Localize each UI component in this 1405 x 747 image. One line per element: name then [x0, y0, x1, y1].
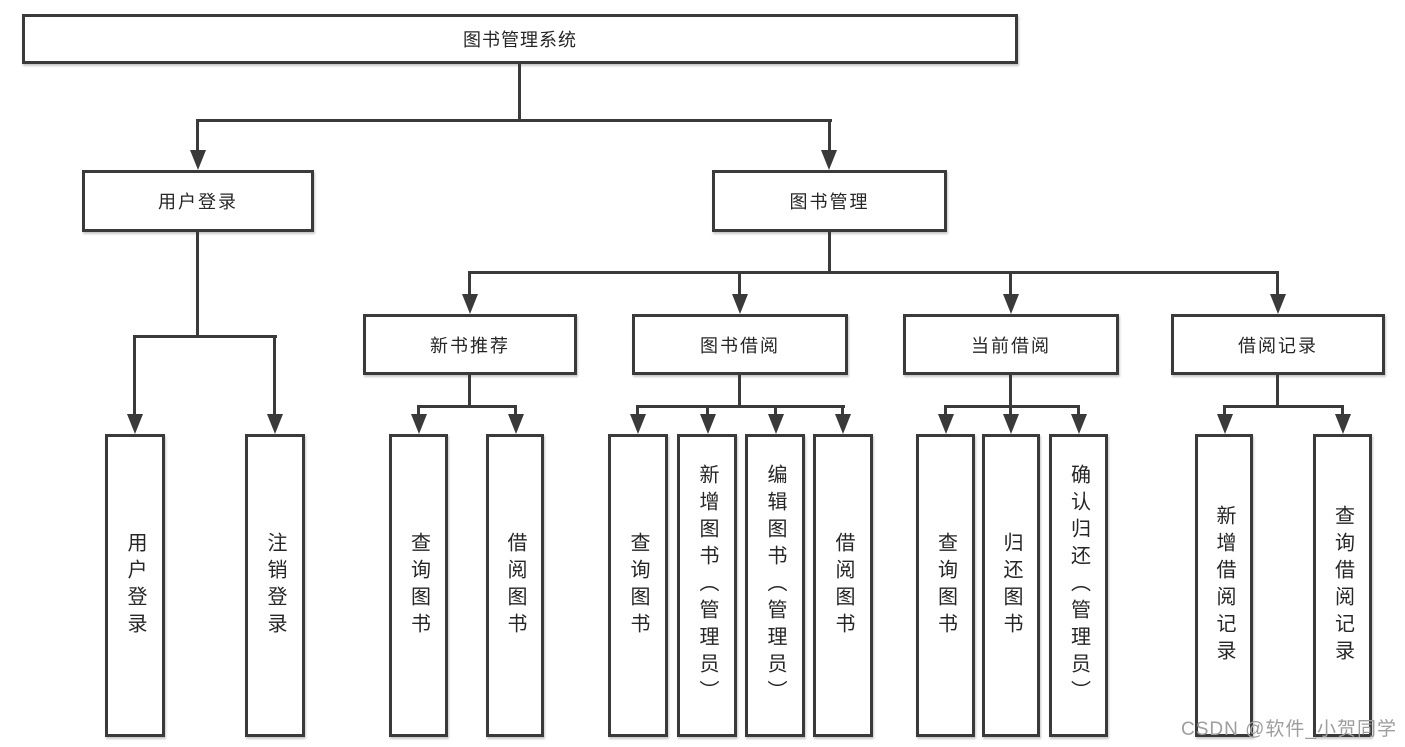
connector-vline [841, 405, 844, 416]
connector-vline [1276, 271, 1279, 296]
node-new-book-recommendation-label: 新书推荐 [430, 335, 510, 356]
arrow-down-icon [1217, 414, 1233, 434]
connector-vline [1009, 375, 1012, 407]
node-current-borrowing: 当前借阅 [903, 314, 1119, 375]
connector-vline [1276, 375, 1279, 407]
arrow-down-icon [462, 294, 478, 314]
leaf-query-borrow-record: 查询借阅记录 [1313, 434, 1372, 737]
arrow-down-icon [938, 414, 954, 434]
connector-vline [828, 119, 831, 152]
connector-vline [514, 405, 517, 416]
leaf-borrow-books-recommend: 借阅图书 [486, 434, 544, 737]
connector-vline [417, 405, 420, 416]
arrow-down-icon [127, 414, 143, 434]
connector-vline [774, 405, 777, 416]
connector-hline [468, 271, 1279, 274]
arrow-down-icon [267, 414, 283, 434]
leaf-edit-books-admin: 编辑图书（管理员） [745, 434, 805, 737]
arrow-down-icon [768, 414, 784, 434]
arrow-down-icon [1270, 294, 1286, 314]
connector-hline [944, 405, 1080, 408]
connector-hline [417, 405, 517, 408]
connector-vline [273, 335, 276, 414]
arrow-down-icon [732, 294, 748, 314]
connector-vline [1009, 405, 1012, 416]
leaf-add-books-admin-label: 新增图书（管理员） [696, 464, 718, 707]
connector-vline [1341, 405, 1344, 416]
connector-vline [518, 64, 521, 121]
leaf-add-books-admin: 新增图书（管理员） [677, 434, 737, 737]
node-book-borrowing-label: 图书借阅 [700, 335, 780, 356]
leaf-query-books-borrowing-label: 查询图书 [627, 531, 649, 640]
arrow-down-icon [1003, 414, 1019, 434]
node-new-book-recommendation: 新书推荐 [363, 314, 577, 375]
leaf-add-borrow-record: 新增借阅记录 [1195, 434, 1253, 737]
connector-vline [636, 405, 639, 416]
connector-hline [196, 119, 832, 122]
node-borrowing-records: 借阅记录 [1171, 314, 1385, 375]
connector-hline [1223, 405, 1344, 408]
leaf-query-borrow-record-label: 查询借阅记录 [1331, 504, 1354, 667]
arrow-down-icon [190, 150, 206, 170]
arrow-down-icon [700, 414, 716, 434]
connector-vline [706, 405, 709, 416]
leaf-borrow-books-recommend-label: 借阅图书 [504, 531, 526, 640]
connector-vline [468, 271, 471, 296]
leaf-edit-books-admin-label: 编辑图书（管理员） [764, 464, 786, 707]
leaf-query-books-current: 查询图书 [916, 434, 975, 737]
connector-vline [468, 375, 471, 407]
connector-vline [738, 271, 741, 296]
node-book-borrowing: 图书借阅 [632, 314, 848, 375]
node-book-management: 图书管理 [712, 170, 947, 232]
connector-vline [196, 232, 199, 337]
arrow-down-icon [821, 150, 837, 170]
connector-vline [1009, 271, 1012, 296]
leaf-return-books-label: 归还图书 [1000, 531, 1022, 640]
watermark: CSDN @软件_小贺同学 [1181, 719, 1397, 740]
node-root-label: 图书管理系统 [463, 30, 577, 50]
leaf-user-login: 用户登录 [105, 434, 165, 737]
node-user-login-label: 用户登录 [158, 192, 238, 212]
leaf-query-books-recommend: 查询图书 [389, 434, 448, 737]
leaf-confirm-return-admin-label: 确认归还（管理员） [1067, 464, 1090, 707]
node-current-borrowing-label: 当前借阅 [971, 335, 1051, 356]
node-borrowing-records-label: 借阅记录 [1238, 335, 1318, 356]
connector-vline [1077, 405, 1080, 416]
leaf-logout: 注销登录 [245, 434, 305, 737]
leaf-borrow-books-borrowing-label: 借阅图书 [832, 531, 854, 640]
connector-vline [1223, 405, 1226, 416]
connector-vline [133, 335, 136, 414]
arrow-down-icon [1335, 414, 1351, 434]
connector-vline [944, 405, 947, 416]
node-book-management-label: 图书管理 [789, 192, 870, 212]
leaf-confirm-return-admin: 确认归还（管理员） [1049, 434, 1108, 737]
leaf-borrow-books-borrowing: 借阅图书 [813, 434, 873, 737]
arrow-down-icon [411, 414, 427, 434]
arrow-down-icon [835, 414, 851, 434]
leaf-query-books-borrowing: 查询图书 [608, 434, 668, 737]
leaf-user-login-label: 用户登录 [124, 531, 146, 640]
arrow-down-icon [1003, 294, 1019, 314]
leaf-logout-label: 注销登录 [264, 531, 286, 640]
arrow-down-icon [630, 414, 646, 434]
connector-hline [636, 405, 845, 408]
connector-vline [828, 232, 831, 273]
leaf-query-books-current-label: 查询图书 [934, 531, 957, 640]
node-root: 图书管理系统 [22, 14, 1018, 64]
arrow-down-icon [508, 414, 524, 434]
node-user-login: 用户登录 [82, 170, 314, 232]
arrow-down-icon [1071, 414, 1087, 434]
connector-vline [738, 375, 741, 407]
leaf-return-books: 归还图书 [982, 434, 1040, 737]
connector-vline [196, 119, 199, 152]
leaf-add-borrow-record-label: 新增借阅记录 [1213, 504, 1235, 667]
connector-hline [133, 335, 277, 338]
leaf-query-books-recommend-label: 查询图书 [407, 531, 430, 640]
